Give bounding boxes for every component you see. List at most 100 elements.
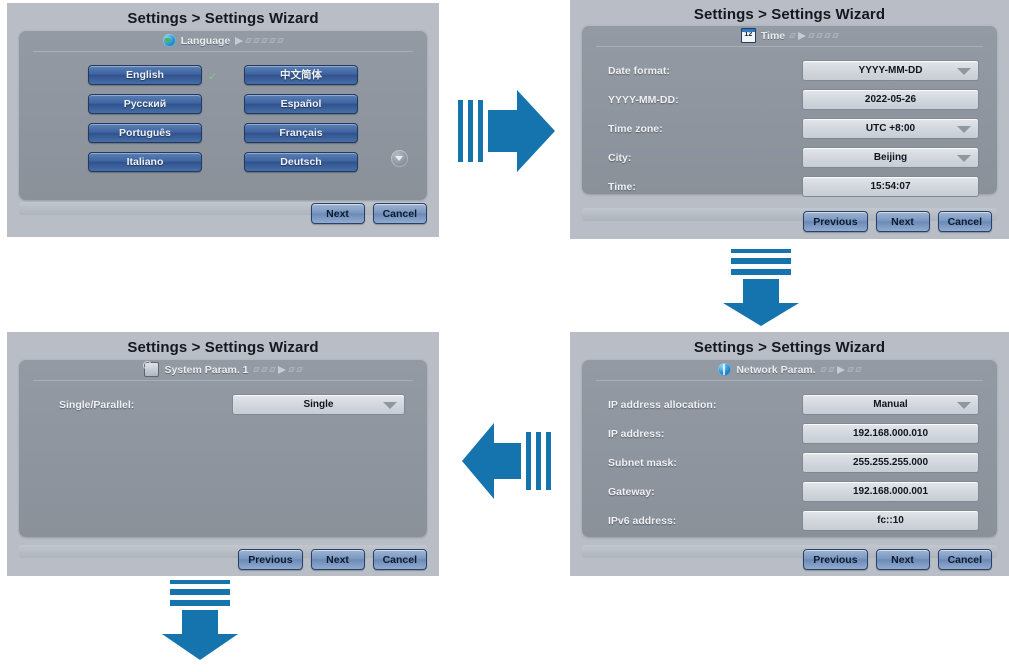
ip-address-input[interactable]: 192.168.000.010 <box>802 423 979 444</box>
arrow-left-network-to-system <box>462 423 551 499</box>
form-row-ip-address: IP address: 192.168.000.010 <box>582 419 997 448</box>
form-row-time: Time: 15:54:07 <box>582 172 997 201</box>
network-globe-icon <box>718 363 732 376</box>
language-row: English 中文简体 <box>19 65 427 85</box>
language-row: Italiano Deutsch <box>19 152 427 172</box>
language-button-english[interactable]: English <box>88 65 202 85</box>
field-label: YYYY-MM-DD: <box>608 93 679 106</box>
card-divider <box>596 46 983 47</box>
wizard-screen-network: Settings > Settings Wizard Network Param… <box>570 332 1009 576</box>
field-label: IPv6 address: <box>608 514 677 527</box>
network-card: Network Param. IP address allocation: Ma… <box>582 359 997 537</box>
system-param-form: Single/Parallel: Single <box>19 381 427 419</box>
field-label: City: <box>608 151 632 164</box>
chevron-down-icon <box>957 126 971 133</box>
next-button[interactable]: Next <box>310 549 365 570</box>
network-button-row: Previous Next Cancel <box>803 549 992 570</box>
cancel-button[interactable]: Cancel <box>372 203 427 224</box>
step-header-network: Network Param. <box>582 359 997 380</box>
next-button[interactable]: Next <box>875 211 930 232</box>
card-divider <box>33 380 413 381</box>
field-label: Time: <box>608 180 636 193</box>
field-label: Single/Parallel: <box>59 398 135 411</box>
step-progress-dots <box>235 36 285 45</box>
scroll-down-icon[interactable] <box>391 150 408 167</box>
step-progress-dots <box>819 365 862 374</box>
ip-allocation-select[interactable]: Manual <box>802 394 979 415</box>
step-title-label: Network Param. <box>736 363 816 376</box>
language-button-italian[interactable]: Italiano <box>88 152 202 172</box>
wizard-screen-language: Settings > Settings Wizard Language Engl… <box>7 3 439 237</box>
city-select[interactable]: Beijing <box>802 147 979 168</box>
field-value: Single <box>303 399 334 410</box>
page-title: Settings > Settings Wizard <box>693 339 886 356</box>
field-value: Manual <box>873 399 908 410</box>
language-button-french[interactable]: Français <box>244 123 358 143</box>
field-value: fc::10 <box>877 515 904 526</box>
field-label: Date format: <box>608 64 670 77</box>
previous-button[interactable]: Previous <box>238 549 303 570</box>
arrow-right-language-to-time <box>458 90 555 172</box>
page-title: Settings > Settings Wizard <box>693 6 886 23</box>
form-row-gateway: Gateway: 192.168.000.001 <box>582 477 997 506</box>
language-button-german[interactable]: Deutsch <box>244 152 358 172</box>
field-label: Gateway: <box>608 485 655 498</box>
chevron-down-icon <box>957 68 971 75</box>
field-label: Time zone: <box>608 122 663 135</box>
step-title-label: Language <box>180 34 231 47</box>
language-card: Language English 中文简体 Русский Español Po… <box>19 30 427 200</box>
network-footer: Previous Next Cancel <box>570 542 1009 576</box>
gateway-input[interactable]: 192.168.000.001 <box>802 481 979 502</box>
form-row-date: YYYY-MM-DD: 2022-05-26 <box>582 85 997 114</box>
language-options-grid: English 中文简体 Русский Español Português F… <box>19 52 427 172</box>
form-row-city: City: Beijing <box>582 143 997 172</box>
previous-button[interactable]: Previous <box>803 549 868 570</box>
language-row: Русский Español <box>19 94 427 114</box>
language-footer: Next Cancel <box>7 199 439 233</box>
ipv6-address-input[interactable]: fc::10 <box>802 510 979 531</box>
field-label: IP address allocation: <box>608 398 717 411</box>
card-divider <box>596 380 983 381</box>
date-input[interactable]: 2022-05-26 <box>802 89 979 110</box>
time-footer: Previous Next Cancel <box>570 205 1009 239</box>
system-param-button-row: Previous Next Cancel <box>238 549 427 570</box>
field-value: 192.168.000.010 <box>852 428 929 439</box>
form-row-date-format: Date format: YYYY-MM-DD <box>582 56 997 85</box>
language-row: Português Français <box>19 123 427 143</box>
single-parallel-select[interactable]: Single <box>232 394 405 415</box>
previous-button[interactable]: Previous <box>803 211 868 232</box>
cancel-button[interactable]: Cancel <box>372 549 427 570</box>
date-format-select[interactable]: YYYY-MM-DD <box>802 60 979 81</box>
language-button-russian[interactable]: Русский <box>88 94 202 114</box>
subnet-mask-input[interactable]: 255.255.255.000 <box>802 452 979 473</box>
form-row-ipv6-address: IPv6 address: fc::10 <box>582 506 997 535</box>
field-value: 255.255.255.000 <box>852 457 929 468</box>
card-divider <box>33 51 413 52</box>
next-button[interactable]: Next <box>310 203 365 224</box>
language-button-spanish[interactable]: Español <box>244 94 358 114</box>
step-title-label: System Param. 1 <box>164 363 249 376</box>
arrow-down-time-to-network <box>723 249 799 326</box>
step-progress-dots <box>789 31 840 40</box>
step-progress-dots <box>252 365 303 374</box>
chevron-down-icon <box>957 402 971 409</box>
cancel-button[interactable]: Cancel <box>937 549 992 570</box>
time-button-row: Previous Next Cancel <box>803 211 992 232</box>
form-row-ip-allocation: IP address allocation: Manual <box>582 390 997 419</box>
time-input[interactable]: 15:54:07 <box>802 176 979 197</box>
globe-icon <box>162 34 176 47</box>
form-row-single-parallel: Single/Parallel: Single <box>19 390 427 419</box>
time-zone-select[interactable]: UTC +8:00 <box>802 118 979 139</box>
field-label: Subnet mask: <box>608 456 677 469</box>
language-button-chinese-simplified[interactable]: 中文简体 <box>244 65 358 85</box>
time-card: 12 Time Date format: YYYY-MM-DD YYYY-MM-… <box>582 25 997 197</box>
time-form: Date format: YYYY-MM-DD YYYY-MM-DD: 2022… <box>582 47 997 201</box>
wizard-screen-time: Settings > Settings Wizard 12 Time Date … <box>570 0 1009 239</box>
form-row-time-zone: Time zone: UTC +8:00 <box>582 114 997 143</box>
next-button[interactable]: Next <box>875 549 930 570</box>
language-button-portuguese[interactable]: Português <box>88 123 202 143</box>
field-value: UTC +8:00 <box>865 123 916 134</box>
step-header-language: Language <box>19 30 427 51</box>
step-header-system-param: System Param. 1 <box>19 359 427 380</box>
cancel-button[interactable]: Cancel <box>937 211 992 232</box>
